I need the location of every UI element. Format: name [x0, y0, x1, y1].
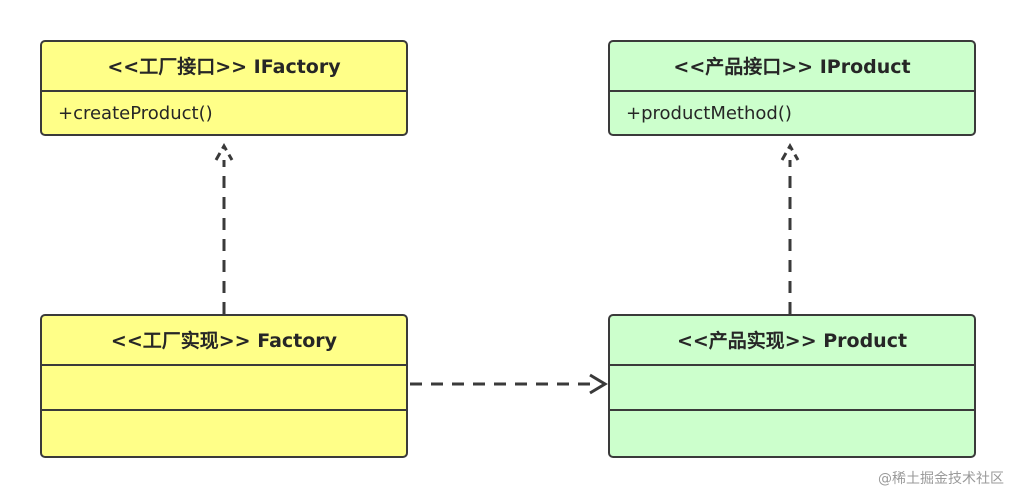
realization-factory-to-ifactory — [214, 142, 234, 314]
class-attributes-compartment — [42, 366, 406, 411]
class-box-product[interactable]: <<产品实现>> Product — [608, 314, 976, 458]
class-box-ifactory[interactable]: <<工厂接口>> IFactory +createProduct() — [40, 40, 408, 136]
class-method: +productMethod() — [626, 103, 792, 124]
class-box-factory[interactable]: <<工厂实现>> Factory — [40, 314, 408, 458]
class-methods-compartment — [42, 411, 406, 456]
hollow-arrowhead-icon — [214, 142, 234, 161]
class-title: <<产品实现>> Product — [610, 316, 974, 366]
class-box-iproduct[interactable]: <<产品接口>> IProduct +productMethod() — [608, 40, 976, 136]
open-arrowhead-icon — [589, 373, 608, 395]
class-title: <<产品接口>> IProduct — [610, 42, 974, 92]
hollow-arrowhead-icon — [780, 142, 800, 161]
watermark-text: @稀土掘金技术社区 — [878, 471, 1004, 487]
class-methods-compartment — [610, 411, 974, 456]
class-attributes-compartment — [610, 366, 974, 411]
class-title: <<工厂实现>> Factory — [42, 316, 406, 366]
realization-product-to-iproduct — [780, 142, 800, 314]
class-method: +createProduct() — [58, 103, 213, 124]
class-title: <<工厂接口>> IFactory — [42, 42, 406, 92]
dependency-factory-to-product — [410, 373, 608, 395]
